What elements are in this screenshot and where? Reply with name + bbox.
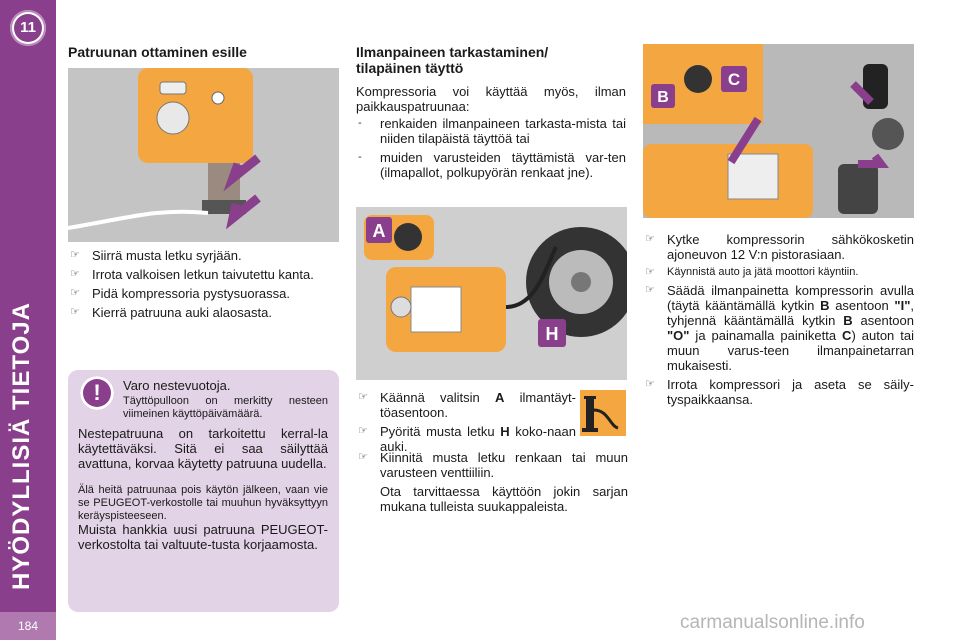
list-item: ☞Pyöritä musta letku H koko-naan auki. [358, 424, 576, 454]
chapter-title: HYÖDYLLISIÄ TIETOJA [8, 302, 35, 590]
list-item: ☞Pidä kompressoria pystysuorassa. [70, 286, 290, 301]
list-item: ☞Säädä ilmanpainetta kompressorin avulla… [645, 283, 914, 373]
chapter-badge: 11 [10, 10, 46, 46]
cartridge-illustration [68, 68, 339, 242]
image-label-b: B [657, 89, 669, 106]
list-item: -renkaiden ilmanpaineen tarkasta-mista t… [358, 116, 626, 146]
pointing-hand-icon: ☞ [645, 233, 655, 245]
image-label-c: C [728, 70, 740, 89]
list-item: -muiden varusteiden täyttämistä var-ten … [358, 150, 626, 180]
warning-paragraph-3: Muista hankkia uusi patruuna PEUGEOT-ver… [78, 522, 328, 552]
watermark: carmanualsonline.info [680, 612, 865, 633]
list-item-note: Ota tarvittaessa käyttöön jokin sarjan m… [380, 484, 628, 514]
pressure-use-list: -renkaiden ilmanpaineen tarkasta-mista t… [356, 116, 626, 184]
list-item: ☞Käännä valitsin A ilmantäyt-töasentoon. [358, 390, 577, 420]
list-item: ☞Irrota kompressori ja aseta se säily-ty… [645, 377, 914, 407]
section-heading-cartridge: Patruunan ottaminen esille [68, 44, 247, 60]
pointing-hand-icon: ☞ [358, 425, 368, 437]
list-item: ☞Käynnistä auto ja jätä moottori käyntii… [645, 266, 859, 278]
section-heading-pressure: Ilmanpaineen tarkastaminen/ tilapäinen t… [356, 44, 549, 76]
pointing-hand-icon: ☞ [358, 451, 368, 463]
warning-lead-note: Täyttöpulloon on merkitty nesteen viimei… [123, 395, 328, 420]
warning-paragraph-1: Nestepatruuna on tarkoitettu kerral-la k… [78, 426, 328, 471]
compressor-tyre-image: A H [356, 207, 627, 380]
cartridge-steps-list: ☞Siirrä musta letku syrjään. ☞Irrota val… [68, 248, 339, 324]
image-label-h: H [546, 324, 559, 344]
pressure-intro: Kompressoria voi käyttää myös, ilman pai… [356, 84, 626, 114]
pointing-hand-icon: ☞ [70, 249, 80, 261]
pointing-hand-icon: ☞ [645, 284, 655, 296]
inflation-mode-symbol [580, 390, 626, 436]
tyre-pump-icon [582, 396, 619, 432]
pressure-steps-list: ☞Käännä valitsin A ilmantäyt-töasentoon.… [356, 390, 576, 458]
chapter-number: 11 [14, 14, 42, 42]
page-number: 184 [0, 612, 56, 640]
pointing-hand-icon: ☞ [70, 287, 80, 299]
warning-exclamation-icon: ! [80, 376, 114, 410]
list-item: ☞Kiinnitä musta letku renkaan tai muun v… [358, 450, 628, 480]
list-item: ☞Irrota valkoisen letkun taivutettu kant… [70, 267, 314, 282]
chapter-sidebar: 11 HYÖDYLLISIÄ TIETOJA [0, 0, 56, 640]
pressure-steps-list-cont: ☞Kiinnitä musta letku renkaan tai muun v… [356, 450, 628, 518]
list-item: ☞Kierrä patruuna auki alaosasta. [70, 305, 272, 320]
warning-paragraph-2: Älä heitä patruunaa pois käytön jälkeen,… [78, 484, 328, 522]
cartridge-removal-image [68, 68, 339, 242]
list-item: ☞Siirrä musta letku syrjään. [70, 248, 242, 263]
image-label-a: A [373, 221, 386, 241]
pointing-hand-icon: ☞ [645, 266, 655, 278]
warning-lead: Varo nestevuotoja. [123, 378, 231, 393]
pointing-hand-icon: ☞ [358, 391, 368, 403]
connection-illustration: B C [643, 44, 914, 218]
list-item: ☞Kytke kompressorin sähkökosketin ajoneu… [645, 232, 914, 262]
connection-steps-list: ☞Kytke kompressorin sähkökosketin ajoneu… [643, 232, 914, 411]
pointing-hand-icon: ☞ [70, 306, 80, 318]
pointing-hand-icon: ☞ [70, 268, 80, 280]
warning-box: ! Varo nestevuotoja. Täyttöpulloon on me… [68, 370, 339, 612]
compressor-connection-image: B C [643, 44, 914, 218]
pointing-hand-icon: ☞ [645, 378, 655, 390]
compressor-illustration: A H [356, 207, 627, 380]
